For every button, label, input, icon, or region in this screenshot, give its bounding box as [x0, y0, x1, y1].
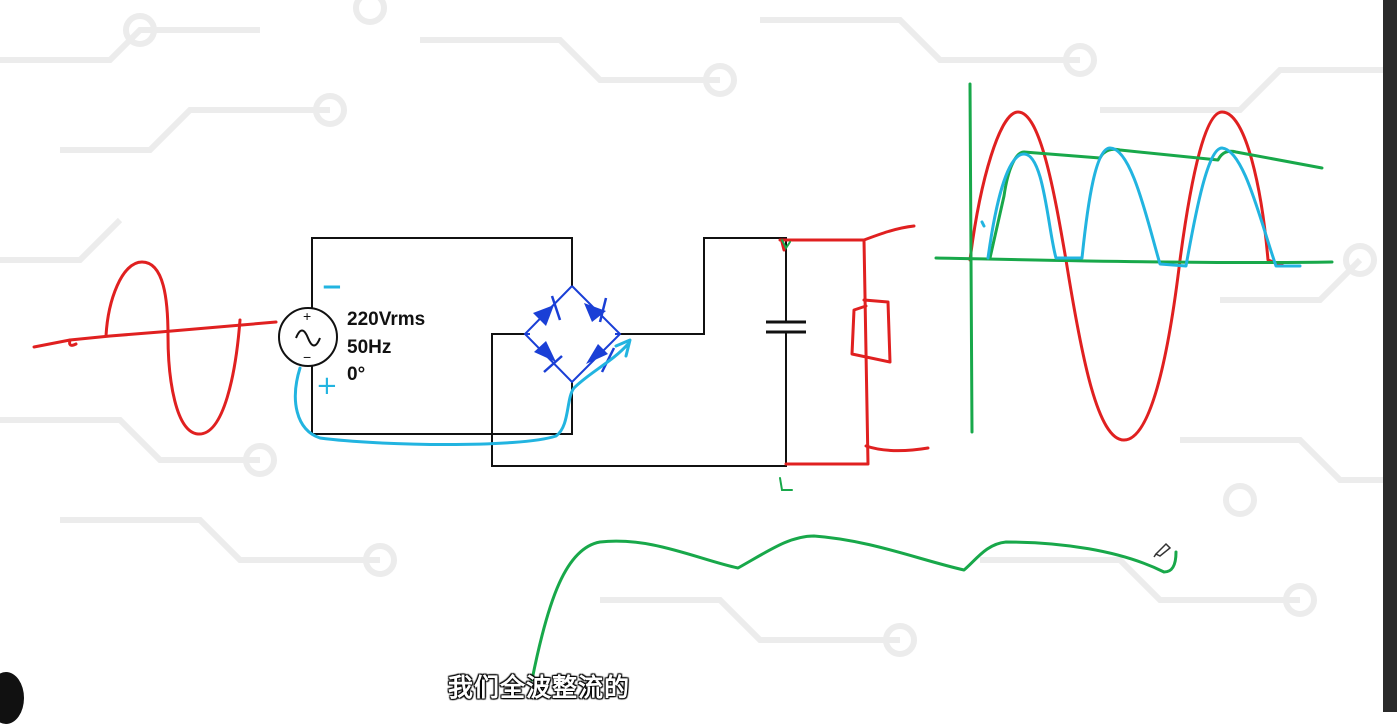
- source-frequency-label: 50Hz: [347, 337, 391, 358]
- plus-annotation: +: [316, 371, 338, 401]
- video-subtitle: 我们全波整流的: [448, 673, 631, 702]
- minus-annotation: −: [321, 272, 343, 302]
- diode-upper-left: [533, 295, 562, 326]
- bridge-rectifier: [523, 285, 622, 384]
- green-ripple-sketch-curve: [530, 534, 1178, 682]
- green-graph-axes: [934, 82, 1334, 434]
- diode-upper-right: [584, 297, 608, 323]
- background-pattern: [0, 0, 1397, 657]
- blue-rectified-waveform: [980, 146, 1302, 268]
- window-right-edge: [1383, 0, 1397, 712]
- red-sine-waveform: [968, 110, 1286, 442]
- red-input-sine-sketch: [32, 260, 278, 436]
- source-phase-label: 0°: [347, 364, 365, 385]
- circuit-wires: [311, 237, 787, 467]
- green-capacitor-marks: [779, 239, 793, 491]
- ac-voltage-source: + −: [278, 307, 338, 367]
- diode-lower-left: [534, 341, 563, 373]
- pen-cursor-icon: [1153, 542, 1172, 558]
- red-load-sketch: [778, 224, 930, 466]
- source-voltage-label: 220Vrms: [347, 309, 425, 330]
- source-minus-sign: −: [303, 349, 311, 365]
- capacitor: [766, 320, 806, 334]
- green-ripple-envelope: [988, 147, 1324, 260]
- source-plus-sign: +: [303, 308, 311, 324]
- blue-current-path: [293, 338, 632, 446]
